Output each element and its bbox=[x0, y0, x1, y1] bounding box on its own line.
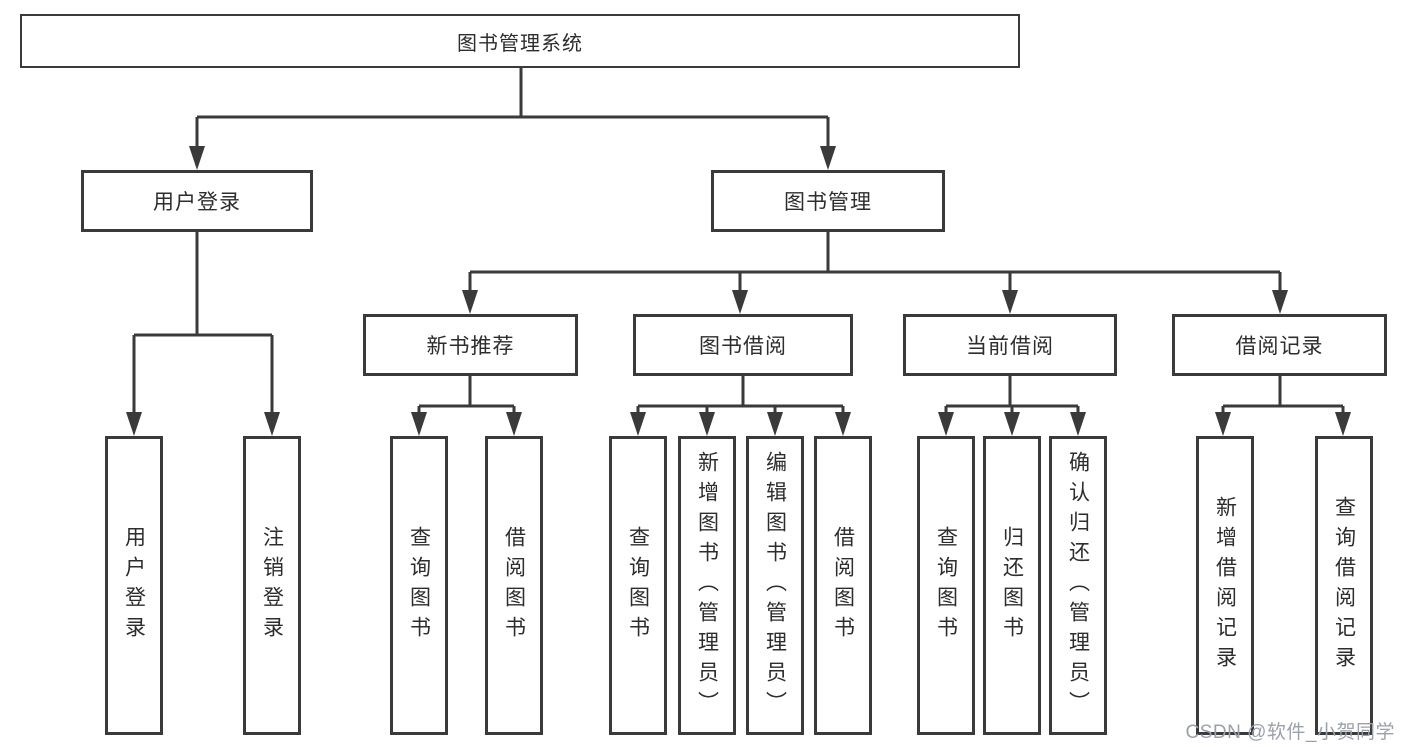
leaf-label: 查询借阅记录 bbox=[1332, 495, 1356, 676]
leaf-logout: 注销登录 bbox=[243, 436, 301, 735]
node-borrowing-records: 借阅记录 bbox=[1172, 314, 1387, 376]
leaf-label: 查询图书 bbox=[934, 525, 958, 646]
leaf-label: 新增借阅记录 bbox=[1213, 495, 1237, 676]
leaf-add-books-admin: 新增图书（管理员） bbox=[678, 436, 736, 735]
arrowheads bbox=[126, 146, 1351, 436]
leaf-label: 用户登录 bbox=[122, 525, 146, 646]
leaf-label: 查询图书 bbox=[407, 525, 431, 646]
leaf-edit-books-admin: 编辑图书（管理员） bbox=[746, 436, 804, 735]
leaf-query-books-current: 查询图书 bbox=[917, 436, 975, 735]
leaf-confirm-return-admin: 确认归还（管理员） bbox=[1049, 436, 1107, 735]
leaf-query-books-borrowing: 查询图书 bbox=[609, 436, 667, 735]
leaf-label: 归还图书 bbox=[1000, 525, 1024, 646]
leaf-query-books-recommend: 查询图书 bbox=[390, 436, 448, 735]
leaf-return-books: 归还图书 bbox=[983, 436, 1041, 735]
leaf-user-login: 用户登录 bbox=[105, 436, 163, 735]
leaf-label: 确认归还（管理员） bbox=[1066, 450, 1090, 721]
leaf-label: 查询图书 bbox=[626, 525, 650, 646]
leaf-query-borrow-record: 查询借阅记录 bbox=[1315, 436, 1373, 735]
node-book-management: 图书管理 bbox=[711, 170, 945, 232]
leaf-borrow-books-borrowing: 借阅图书 bbox=[814, 436, 872, 735]
leaf-label: 借阅图书 bbox=[502, 525, 526, 646]
leaf-label: 借阅图书 bbox=[831, 525, 855, 646]
node-book-management-system: 图书管理系统 bbox=[20, 14, 1020, 68]
leaf-label: 编辑图书（管理员） bbox=[763, 450, 787, 721]
node-new-book-recommendation: 新书推荐 bbox=[363, 314, 578, 376]
leaf-label: 新增图书（管理员） bbox=[695, 450, 719, 721]
leaf-label: 注销登录 bbox=[260, 525, 284, 646]
leaf-borrow-books-recommend: 借阅图书 bbox=[485, 436, 543, 735]
leaf-add-borrow-record: 新增借阅记录 bbox=[1196, 436, 1254, 735]
node-user-login: 用户登录 bbox=[81, 170, 313, 232]
csdn-watermark: CSDN @软件_小贺同学 bbox=[1185, 722, 1395, 743]
node-book-borrowing: 图书借阅 bbox=[633, 314, 853, 376]
node-current-borrowing: 当前借阅 bbox=[903, 314, 1117, 376]
